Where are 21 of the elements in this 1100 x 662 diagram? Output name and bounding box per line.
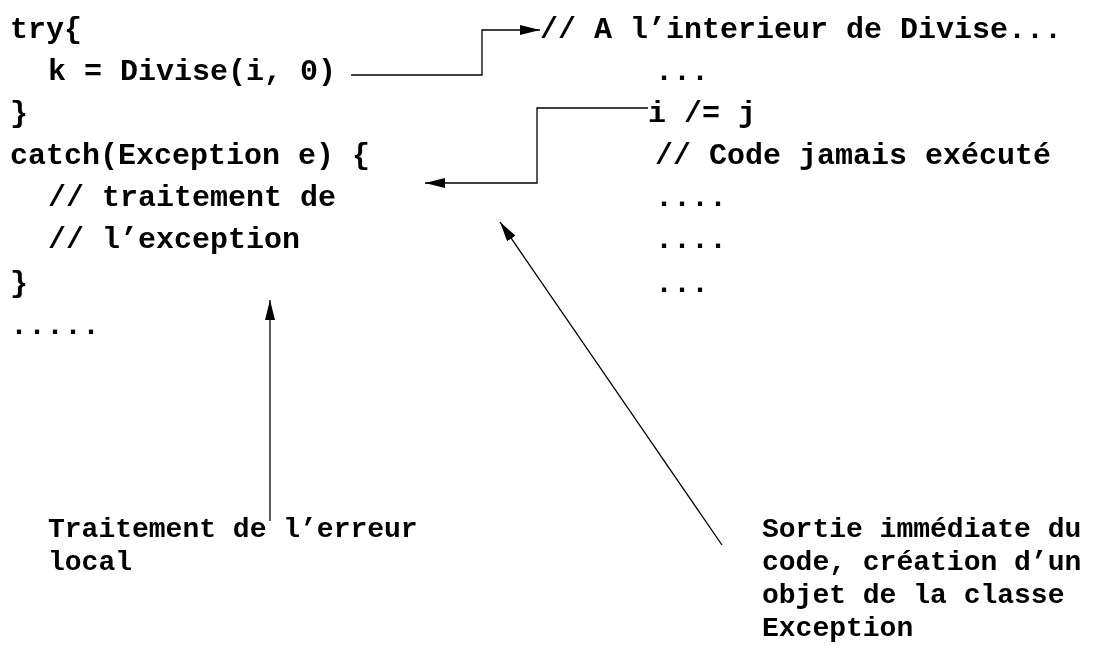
annotation-text: Traitement de l’erreur local — [48, 513, 488, 579]
code-line: i /= j — [648, 96, 757, 132]
code-line: } — [10, 96, 28, 132]
code-comment: // l’exception — [48, 222, 301, 258]
arrow — [424, 107, 649, 188]
code-line: try{ — [10, 12, 82, 48]
ellipsis: ... — [655, 54, 709, 90]
code-comment: // traitement de — [48, 180, 337, 216]
code-comment: // Code jamais exécuté — [655, 138, 1052, 174]
arrow — [265, 299, 275, 522]
arrow — [350, 25, 541, 76]
ellipsis: ..... — [10, 308, 100, 344]
ellipsis: .... — [655, 222, 727, 258]
code-line: // A l’interieur de Divise... — [540, 12, 1063, 48]
annotation-text: Sortie immédiate du code, création d’un objet de la classe Exception — [762, 513, 1092, 645]
code-line: catch(Exception e) { — [10, 138, 371, 174]
code-line: k = Divise(i, 0) — [48, 54, 337, 90]
code-line: } — [10, 266, 28, 302]
arrow — [499, 221, 723, 546]
ellipsis: ... — [655, 266, 709, 302]
ellipsis: .... — [655, 180, 727, 216]
